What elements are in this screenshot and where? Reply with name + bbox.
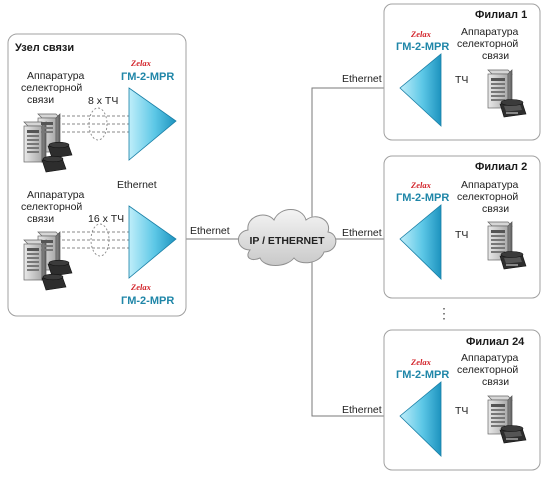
node-equipment-label-top-1: Аппаратура: [27, 70, 85, 82]
branch-equipment-label: связи: [482, 376, 509, 388]
node-title: Узел связи: [15, 42, 74, 54]
channel-bundle-bottom: [62, 223, 130, 257]
brand-logo: Zelax: [410, 180, 432, 190]
device-model: ГМ-2-MPR: [396, 369, 449, 381]
node-equipment-label-top-2: селекторной: [21, 82, 82, 94]
branch-title: Филиал 1: [475, 9, 527, 21]
node-interconnect-label: Ethernet: [117, 179, 157, 191]
node-channels-bottom: 16 х ТЧ: [88, 213, 124, 225]
more-branches-ellipsis: ⋮: [437, 305, 451, 321]
branch-panel-1: Филиал 1 Аппаратура селекторной связи Ze…: [383, 3, 541, 141]
branch-equipment-label: селекторной: [457, 38, 518, 50]
ip-ethernet-cloud: IP / ETHERNET: [238, 209, 337, 266]
branch-panel-2: Филиал 2 Аппаратура селекторной связи Ze…: [383, 155, 541, 299]
brand-logo: Zelax: [130, 58, 152, 68]
gm-device: [399, 53, 442, 127]
branch-equipment-label: селекторной: [457, 364, 518, 376]
branch-equipment-label: Аппаратура: [461, 26, 519, 38]
branch-panel-24: Филиал 24 Аппаратура селекторной связи Z…: [383, 329, 541, 471]
gm-device: [399, 381, 442, 457]
branch-frame: [383, 329, 541, 471]
branch1-link-line: [311, 87, 402, 218]
node-uplink-label: Ethernet: [190, 225, 230, 237]
branch2-link-label: Ethernet: [342, 227, 382, 239]
node-equipment-label-top-3: связи: [27, 94, 54, 106]
brand-logo: Zelax: [130, 282, 152, 292]
brand-logo: Zelax: [410, 357, 432, 367]
branch-equipment-label: Аппаратура: [461, 352, 519, 364]
brand-logo: Zelax: [410, 29, 432, 39]
branch-equipment-label: Аппаратура: [461, 179, 519, 191]
branch-channel: ТЧ: [455, 74, 468, 86]
device-model-top: ГМ-2-MPR: [121, 71, 174, 83]
gm-device-bottom: Zelax ГМ-2-MPR: [121, 205, 177, 307]
gm-device-top: Zelax ГМ-2-MPR: [121, 58, 177, 161]
cloud-icon: [238, 209, 337, 266]
branch-title: Филиал 2: [475, 161, 527, 173]
branch-equipment-label: связи: [482, 50, 509, 62]
branch-channel: ТЧ: [455, 405, 468, 417]
branch-equipment-label: связи: [482, 203, 509, 215]
branch-equipment-label: селекторной: [457, 191, 518, 203]
branch1-link-label: Ethernet: [342, 73, 382, 85]
branch24-link-line: [311, 262, 402, 417]
gm-device: [399, 204, 442, 280]
branch24-link-label: Ethernet: [342, 404, 382, 416]
device-model-bottom: ГМ-2-MPR: [121, 295, 174, 307]
branch-title: Филиал 24: [466, 336, 525, 348]
branch-frame: [383, 3, 541, 141]
device-model: ГМ-2-MPR: [396, 192, 449, 204]
channel-bundle-top: [62, 107, 130, 141]
node-channels-top: 8 х ТЧ: [88, 95, 118, 107]
cloud-label: IP / ETHERNET: [249, 235, 325, 247]
node-equipment-label-bottom-2: селекторной: [21, 201, 82, 213]
branch-channel: ТЧ: [455, 229, 468, 241]
branch-frame: [383, 155, 541, 299]
node-equipment-label-bottom-3: связи: [27, 213, 54, 225]
device-model: ГМ-2-MPR: [396, 41, 449, 53]
node-panel: Узел связи Аппаратура селекторной связи …: [7, 33, 187, 317]
node-equipment-label-bottom-1: Аппаратура: [27, 189, 85, 201]
